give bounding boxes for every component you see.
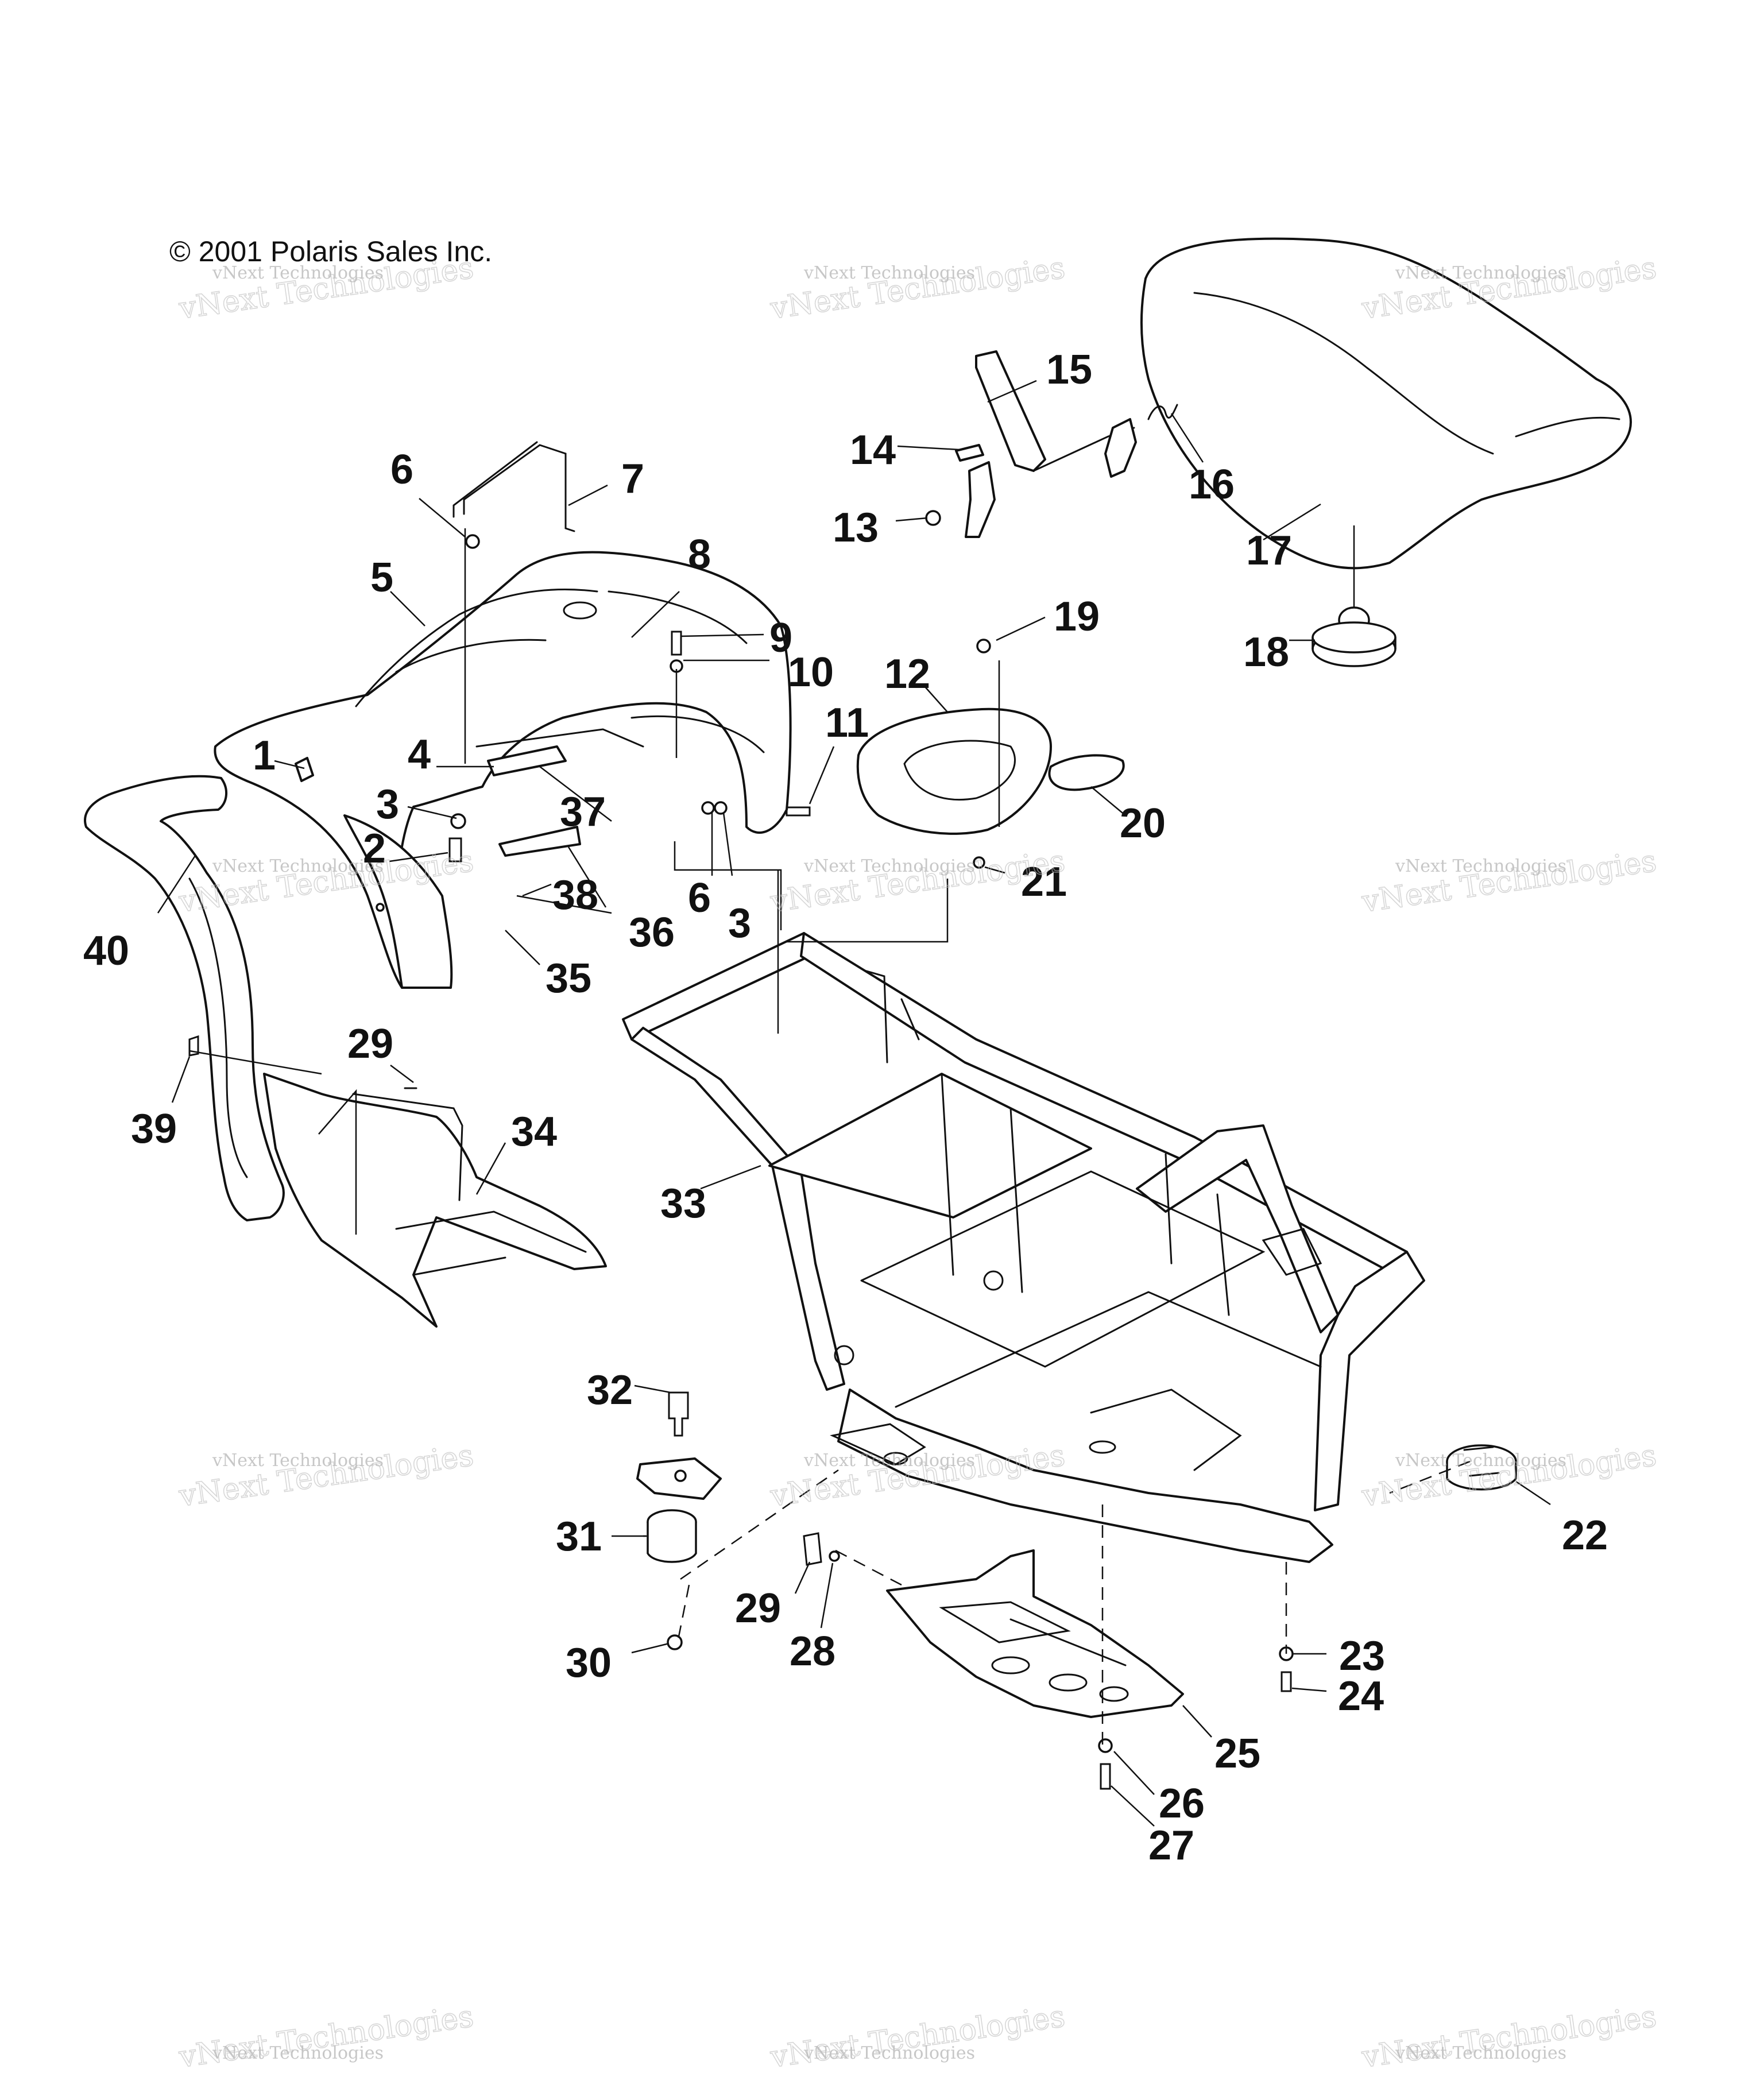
watermark-text: vNext Technologies: [212, 2043, 384, 2063]
callout-32: 32: [587, 1367, 633, 1413]
watermark-text: vNext Technologies: [803, 856, 975, 876]
engine-mount-part: [636, 1391, 722, 1650]
callout-22: 22: [1562, 1513, 1608, 1558]
callout-numbers: 1 2 3 4 5 6 7 8 9 10 11 12 13 14 15 16 1…: [83, 347, 1608, 1869]
callout-3-lower: 3: [728, 900, 751, 946]
callout-24: 24: [1338, 1673, 1384, 1719]
callout-13: 13: [833, 505, 879, 551]
callout-29-upper: 29: [347, 1021, 393, 1067]
watermark-text: vNext Technologies: [176, 1438, 475, 1514]
callout-leaders: [157, 380, 1551, 1827]
callout-30: 30: [566, 1640, 612, 1686]
watermark-text: vNext Technologies: [803, 2043, 975, 2063]
assembly-lines: [189, 528, 1471, 1746]
callout-17: 17: [1246, 528, 1292, 574]
callout-14: 14: [850, 427, 896, 473]
callout-40: 40: [83, 928, 129, 974]
watermark-text: vNext Technologies: [1359, 844, 1658, 919]
callout-15: 15: [1046, 347, 1092, 393]
callout-23: 23: [1339, 1633, 1385, 1679]
callout-31: 31: [556, 1514, 602, 1560]
seat-latch-part: [925, 350, 1178, 538]
watermark-text: vNext Technologies: [1395, 2043, 1566, 2063]
watermark-text: vNext Technologies: [768, 844, 1067, 919]
callout-29: 29: [735, 1585, 781, 1631]
callout-38: 38: [552, 872, 598, 918]
rear-rack-part: [452, 441, 575, 532]
callout-5: 5: [370, 555, 393, 601]
watermark-text: vNext Technologies: [1395, 1451, 1566, 1471]
callout-19: 19: [1054, 594, 1100, 640]
callout-16: 16: [1189, 462, 1235, 508]
watermark-text: vNext Technologies: [212, 263, 384, 283]
callout-7: 7: [621, 456, 644, 502]
callout-12: 12: [884, 651, 930, 697]
callout-25: 25: [1214, 1731, 1260, 1777]
watermark-text: vNext Technologies: [1395, 856, 1566, 876]
footwell-part: [263, 1073, 607, 1328]
callout-6: 6: [390, 447, 413, 493]
watermark-text: vNext Technologies: [803, 263, 975, 283]
fasteners-part: [188, 534, 1294, 1790]
callout-21: 21: [1021, 859, 1067, 905]
callout-8: 8: [688, 532, 711, 578]
callout-39: 39: [131, 1106, 177, 1152]
rear-fender-part: [214, 551, 792, 989]
callout-11: 11: [825, 700, 869, 746]
callout-2: 2: [363, 826, 386, 872]
watermark-text: vNext Technologies: [212, 1451, 384, 1471]
front-mount-part: [1446, 1444, 1517, 1491]
watermark-text: vNext Technologies: [1395, 263, 1566, 283]
callout-10: 10: [788, 649, 834, 695]
rear-fender-flap-part: [343, 814, 453, 989]
callout-28: 28: [790, 1629, 835, 1674]
watermark-text: vNext Technologies: [212, 856, 384, 876]
callout-1: 1: [253, 733, 276, 779]
fender-trim-part: [84, 775, 285, 1221]
watermark-text: vNext Technologies: [803, 1451, 975, 1471]
callout-4: 4: [408, 732, 431, 778]
watermark-text: vNext Technologies: [768, 251, 1067, 326]
watermark-text: vNext Technologies: [1359, 1438, 1658, 1514]
callout-36: 36: [629, 910, 675, 956]
callout-6-lower: 6: [688, 875, 711, 921]
seat-bumper-part: [1312, 525, 1396, 667]
frame-part: [622, 932, 1425, 1563]
callout-27: 27: [1148, 1823, 1194, 1869]
callout-37: 37: [560, 789, 606, 835]
callout-18: 18: [1243, 629, 1289, 675]
seat-part: [1140, 237, 1632, 570]
callout-26: 26: [1159, 1781, 1205, 1827]
callout-9: 9: [769, 615, 792, 661]
callout-3: 3: [376, 782, 399, 827]
callout-20: 20: [1120, 800, 1166, 846]
side-panel-part: [856, 707, 1125, 835]
callout-33: 33: [660, 1181, 706, 1227]
callout-35: 35: [546, 956, 591, 1001]
skid-plate-part: [886, 1549, 1184, 1718]
callout-34: 34: [511, 1109, 557, 1155]
copyright-text: © 2001 Polaris Sales Inc.: [169, 235, 492, 268]
